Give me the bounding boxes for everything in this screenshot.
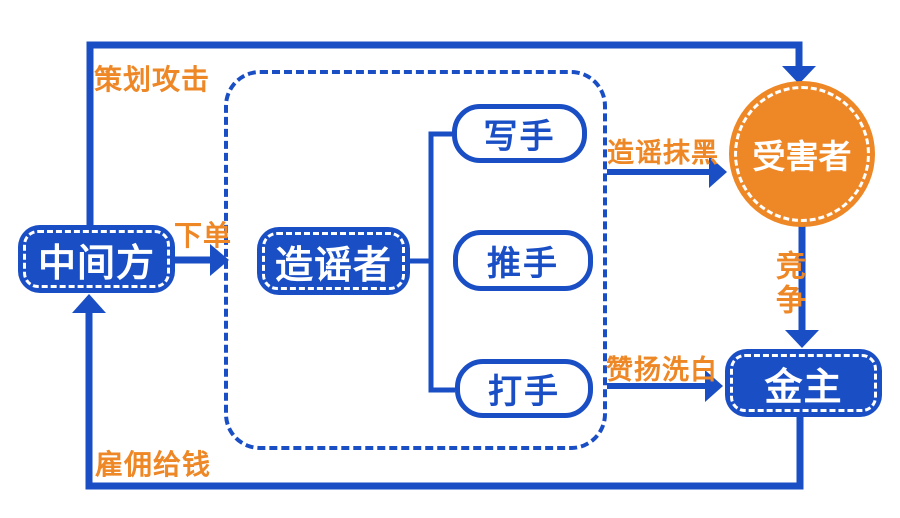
node-sponsor-label: 金主: [730, 354, 877, 412]
node-hitman: 打手: [455, 359, 593, 418]
edge-plan-attack-label: 策划攻击: [94, 64, 211, 95]
edge-place-order-label: 下单: [174, 220, 233, 251]
node-pusher: 推手: [453, 230, 593, 291]
node-victim-label: 受害者: [734, 86, 870, 222]
edge-smear-label: 造谣抹黑: [607, 138, 719, 168]
edge-compete-label: 竞争: [771, 250, 804, 318]
edge-plan-attack-arrowhead: [782, 66, 816, 84]
edge-whitewash-arrowhead: [705, 370, 723, 402]
edge-whitewash-label: 赞扬洗白: [606, 355, 718, 385]
node-writer: 写手: [452, 104, 587, 163]
edge-place-order-arrowhead: [210, 244, 229, 276]
bracket-line: [428, 131, 455, 393]
edge-hire-pay-line: [85, 313, 804, 490]
edge-hire-pay-arrowhead: [72, 294, 106, 313]
edge-hire-pay-label: 雇佣给钱: [95, 449, 212, 480]
edge-plan-attack-line: [86, 41, 803, 228]
edge-smear-arrowhead: [709, 156, 727, 188]
node-middleman-label: 中间方: [23, 230, 170, 288]
node-writer-label: 写手: [483, 118, 556, 156]
node-rumormaker: 造谣者: [257, 227, 410, 295]
node-sponsor: 金主: [725, 349, 882, 417]
node-rumormaker-label: 造谣者: [262, 232, 405, 290]
node-pusher-label: 推手: [487, 245, 559, 283]
node-middleman: 中间方: [18, 225, 175, 293]
edge-compete-arrowhead: [785, 330, 819, 348]
node-victim: 受害者: [729, 81, 875, 227]
node-hitman-label: 打手: [488, 373, 560, 411]
